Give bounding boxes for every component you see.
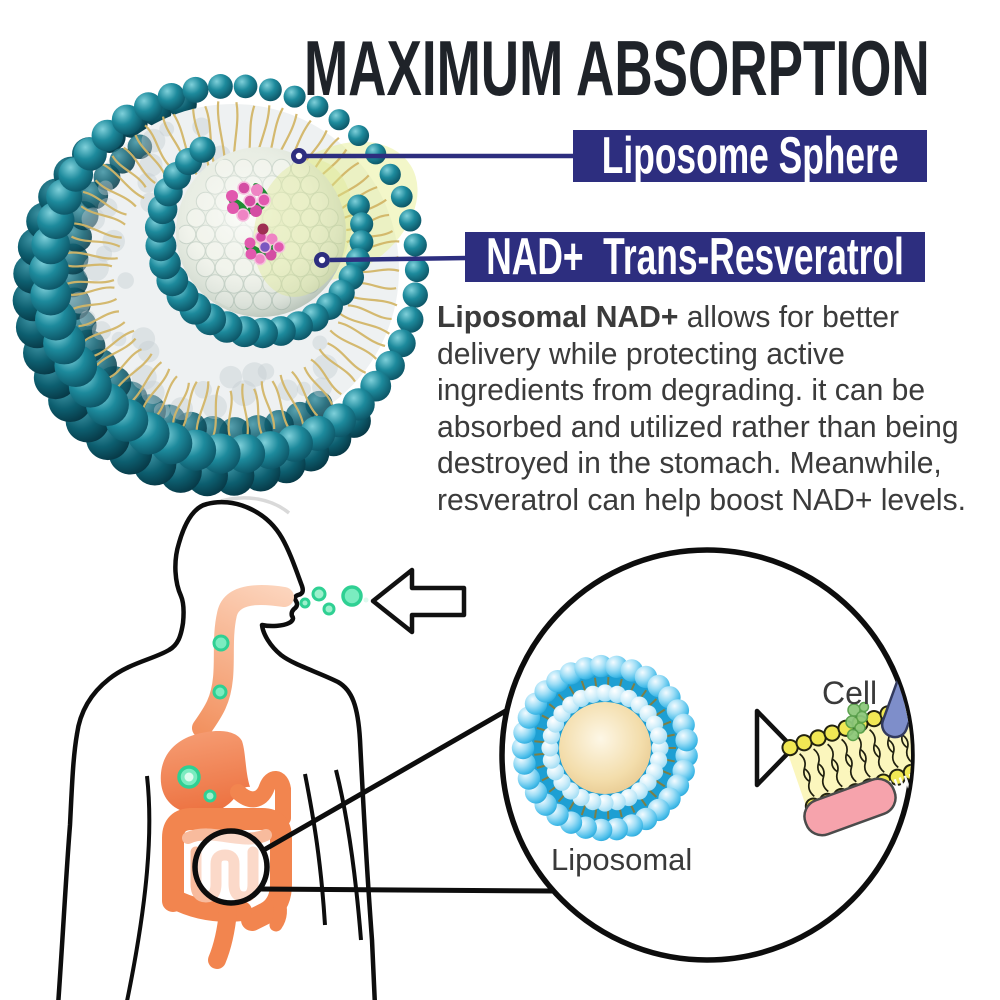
delivery-arrow-icon bbox=[754, 708, 796, 788]
rectum bbox=[208, 903, 237, 969]
callout-label-liposome-sphere: Liposome Sphere bbox=[601, 127, 899, 185]
description-line: delivery while protecting active bbox=[437, 335, 845, 371]
page-title: MAXIMUM ABSORPTION bbox=[304, 24, 930, 112]
duodenum bbox=[230, 771, 291, 826]
description-line: Liposomal NAD+ allows for better bbox=[437, 299, 900, 334]
intake-arrow-icon bbox=[370, 567, 467, 635]
head-shadow-arc bbox=[220, 496, 291, 515]
stomach bbox=[160, 730, 250, 815]
right-armpit-line bbox=[303, 773, 327, 926]
magnified-view-content bbox=[511, 654, 911, 842]
callout-label-nad-resveratrol: NAD+ Trans-Resveratrol bbox=[486, 228, 904, 286]
membrane-protein-pink bbox=[803, 777, 897, 837]
magnified-view-circle bbox=[499, 547, 915, 963]
small-intestine-loops bbox=[190, 846, 259, 903]
right-arm-inner-line bbox=[334, 769, 363, 941]
cell-label: Cell bbox=[822, 675, 878, 711]
description-line: resveratrol can help boost NAD+ levels. bbox=[437, 481, 966, 517]
magnifier-line-top bbox=[260, 706, 511, 854]
description-paragraph: Liposomal NAD+ allows for better deliver… bbox=[437, 299, 966, 519]
liposome-sphere-illustration bbox=[12, 74, 430, 497]
description-lead: Liposomal NAD+ bbox=[437, 299, 679, 334]
molecule-green bbox=[845, 701, 870, 742]
description-line: destroyed in the stomach. Meanwhile, bbox=[437, 445, 942, 481]
callout-box-nad-resveratrol: NAD+ Trans-Resveratrol bbox=[465, 228, 925, 286]
callout-box-liposome-sphere: Liposome Sphere bbox=[573, 127, 927, 185]
membrane-protein-blue bbox=[880, 673, 911, 739]
magnifier-line-bottom bbox=[258, 886, 555, 894]
callout-connectors bbox=[291, 148, 576, 268]
liposome-cross-section bbox=[511, 654, 698, 842]
description-line: ingredients from degrading. it can be bbox=[437, 372, 926, 408]
nutrient-particles bbox=[177, 585, 369, 803]
left-armpit-line bbox=[125, 775, 152, 1000]
magnifier-source-circle bbox=[192, 828, 270, 906]
small-intestine-coil bbox=[182, 828, 272, 845]
liposomal-label: Liposomal bbox=[551, 842, 693, 877]
description-line: absorbed and utilized rather than being bbox=[437, 408, 959, 444]
connector-line-nad bbox=[329, 255, 468, 263]
